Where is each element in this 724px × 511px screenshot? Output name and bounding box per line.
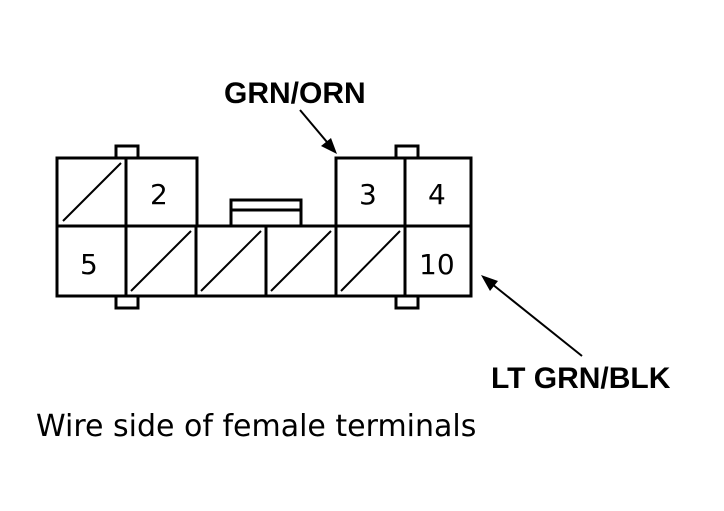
- bottom-left-tab: [114, 294, 140, 310]
- terminal-10-label: 10: [419, 248, 455, 281]
- lock-tabs: [114, 144, 420, 310]
- center-latch: [229, 198, 303, 228]
- bottom-wire-arrow: [481, 275, 583, 357]
- terminal-5-label: 5: [80, 248, 98, 281]
- top-right-tab: [394, 144, 420, 160]
- bottom-wire-label: LT GRN/BLK: [491, 362, 671, 395]
- caption: Wire side of female terminals: [36, 409, 476, 444]
- empty-cavity-marks: [62, 162, 401, 292]
- bottom-right-tab: [394, 294, 420, 310]
- terminal-2-label: 2: [150, 178, 168, 211]
- top-wire-arrow: [299, 109, 337, 154]
- terminal-3-label: 3: [359, 178, 377, 211]
- top-wire-label: GRN/ORN: [224, 77, 366, 110]
- terminal-4-label: 4: [428, 178, 446, 211]
- top-left-tab: [114, 144, 140, 160]
